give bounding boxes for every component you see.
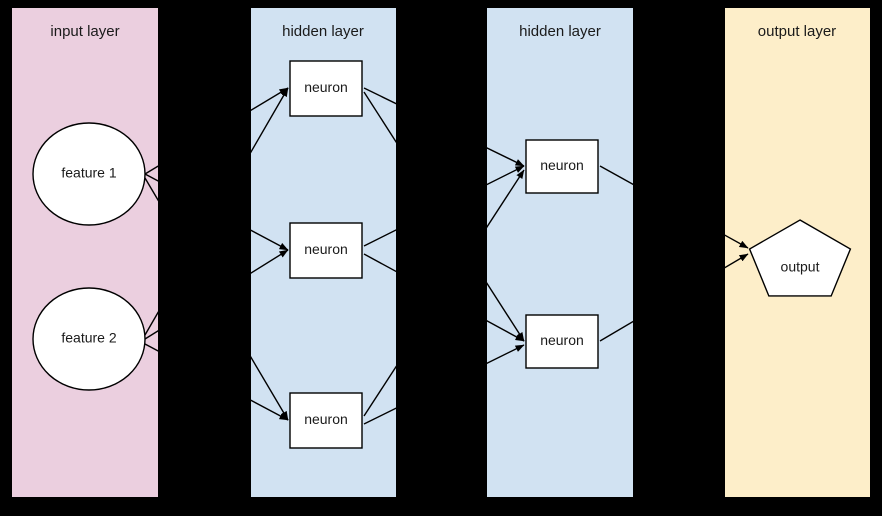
node-hidden2-1[interactable] [525,139,599,194]
node-input-1[interactable] [32,122,146,226]
node-label-input-2: feature 2 [61,330,116,346]
node-label-hidden2-2: neuron [540,332,584,348]
node-label-input-1: feature 1 [61,165,116,181]
node-output-1[interactable] [748,219,852,297]
node-hidden1-3[interactable] [289,392,363,449]
node-hidden1-1[interactable] [289,60,363,117]
layer-title-hidden2: hidden layer [519,23,601,40]
layer-band-input [12,8,158,497]
node-label-hidden1-1: neuron [304,79,348,95]
node-label-hidden2-1: neuron [540,157,584,173]
layer-bands [12,8,870,497]
node-label-hidden1-3: neuron [304,411,348,427]
node-label-output-1: output [781,259,820,275]
layer-title-hidden1: hidden layer [282,23,364,40]
node-hidden2-2[interactable] [525,314,599,369]
node-input-2[interactable] [32,287,146,391]
connection-edges [144,87,749,425]
layer-band-hidden2 [487,8,633,497]
node-label-hidden1-2: neuron [304,241,348,257]
layer-title-output: output layer [758,23,836,40]
node-hidden1-2[interactable] [289,222,363,279]
layer-nodes: feature 1 feature 2 neuron neuron neuron neur… [32,60,852,449]
layer-title-input: input layer [50,23,119,40]
layer-titles: input layer hidden layer hidden layer outpu… [50,23,836,40]
